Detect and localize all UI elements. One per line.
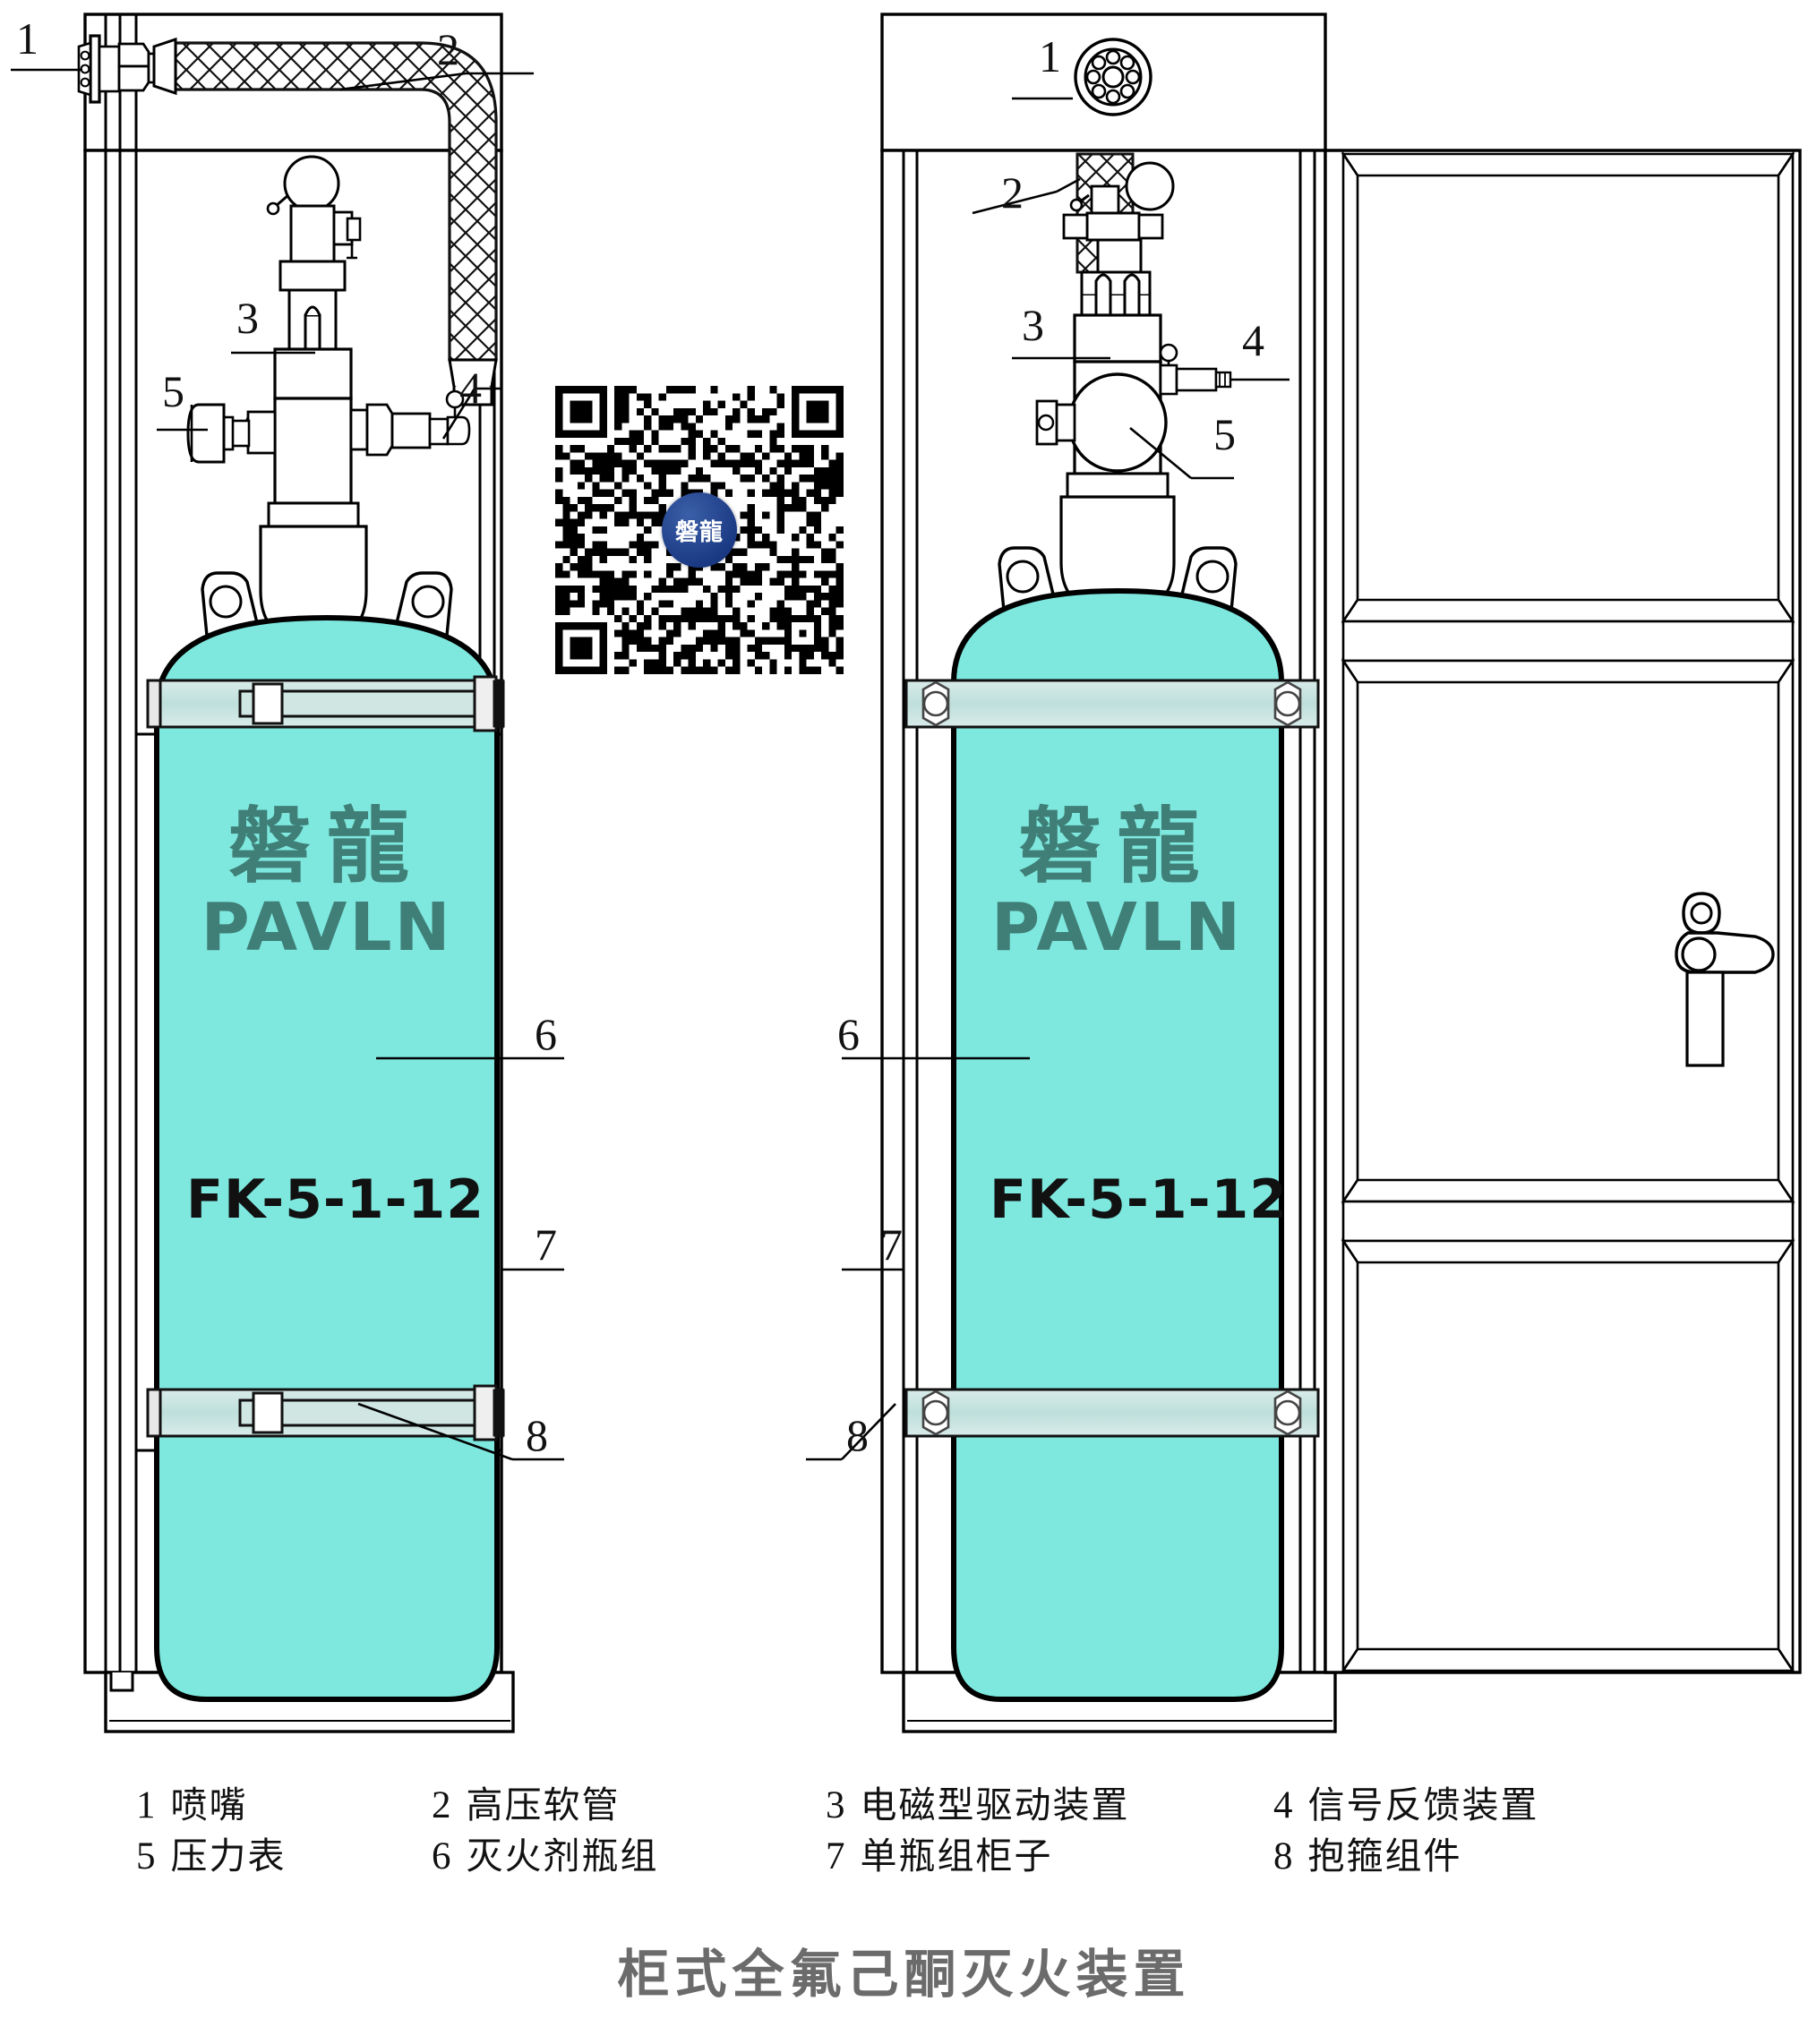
qr-center-logo: 磐龍 — [662, 492, 737, 568]
legend-num-7: 7 — [826, 1835, 845, 1878]
legend-item-7: 7 单瓶组柜子 — [826, 1834, 1273, 1878]
legend-text-3: 电磁型驱动装置 — [860, 1783, 1130, 1826]
callout-right-3: 3 — [1022, 300, 1044, 350]
legend-num-2: 2 — [432, 1784, 451, 1826]
legend-text-4: 信号反馈装置 — [1307, 1783, 1539, 1826]
legend-num-1: 1 — [136, 1784, 156, 1826]
callout-left-5: 5 — [162, 366, 184, 416]
clamp-band-lower-left — [146, 1384, 505, 1441]
cylinder-right — [951, 495, 1284, 1702]
qr-code[interactable]: 磐龍 — [548, 379, 851, 681]
callout-left-7: 7 — [535, 1219, 557, 1270]
callout-left-2: 2 — [437, 24, 459, 74]
clamp-band-upper-left — [146, 675, 505, 732]
legend-num-5: 5 — [136, 1835, 156, 1878]
pressure-gauge-front — [1067, 372, 1168, 473]
signal-feedback-front — [1159, 343, 1232, 396]
callout-right-4: 4 — [1242, 315, 1264, 365]
agent-label-right: FK-5-1-12 — [990, 1168, 1288, 1231]
pressure-gauge-side — [186, 403, 277, 464]
legend-item-1: 1 喷嘴 — [136, 1783, 432, 1826]
legend-item-5: 5 压力表 — [136, 1834, 432, 1878]
legend-text-5: 压力表 — [170, 1834, 287, 1878]
legend-item-3: 3 电磁型驱动装置 — [826, 1783, 1273, 1826]
drawing-title: 柜式全氟己酮灭火装置 — [617, 1944, 1191, 2005]
legend-row-1: 1 喷嘴 2 高压软管 3 电磁型驱动装置 4 信号反馈装置 — [0, 1783, 1808, 1826]
valve-assembly-front — [1035, 161, 1232, 499]
legend-text-8: 抱箍组件 — [1307, 1834, 1462, 1878]
legend-row-2: 5 压力表 6 灭火剂瓶组 7 单瓶组柜子 8 抱箍组件 — [0, 1834, 1808, 1878]
clamp-band-upper-right — [904, 679, 1320, 729]
callout-right-8: 8 — [846, 1410, 869, 1460]
callout-right-7: 7 — [880, 1219, 903, 1270]
leader-lines — [11, 68, 1290, 1461]
legend: 1 喷嘴 2 高压软管 3 电磁型驱动装置 4 信号反馈装置 5 压力表 6 — [0, 1783, 1808, 1888]
callout-left-6: 6 — [535, 1009, 557, 1059]
callout-left-3: 3 — [236, 293, 259, 343]
callout-right-2: 2 — [1001, 167, 1024, 218]
legend-item-4: 4 信号反馈装置 — [1273, 1783, 1685, 1826]
legend-text-2: 高压软管 — [466, 1783, 621, 1826]
legend-item-6: 6 灭火剂瓶组 — [432, 1834, 826, 1878]
callout-left-1: 1 — [16, 13, 39, 64]
callout-left-8: 8 — [526, 1410, 548, 1460]
legend-num-4: 4 — [1273, 1784, 1293, 1826]
legend-text-1: 喷嘴 — [170, 1783, 248, 1826]
valve-assembly-side — [186, 155, 471, 528]
legend-num-3: 3 — [826, 1784, 845, 1826]
agent-label-left: FK-5-1-12 — [186, 1168, 484, 1231]
legend-num-6: 6 — [432, 1835, 451, 1878]
callout-left-4: 4 — [459, 363, 482, 413]
callout-right-1: 1 — [1039, 31, 1061, 81]
clamp-band-lower-right — [904, 1388, 1320, 1438]
callout-right-5: 5 — [1213, 409, 1236, 459]
legend-item-8: 8 抱箍组件 — [1273, 1834, 1685, 1878]
legend-text-7: 单瓶组柜子 — [860, 1834, 1053, 1878]
door-handle — [1675, 892, 1775, 1067]
legend-num-8: 8 — [1273, 1835, 1293, 1878]
callout-right-6: 6 — [837, 1009, 860, 1059]
legend-text-6: 灭火剂瓶组 — [466, 1834, 659, 1878]
nozzle-front — [1074, 38, 1152, 116]
legend-item-2: 2 高压软管 — [432, 1783, 826, 1826]
